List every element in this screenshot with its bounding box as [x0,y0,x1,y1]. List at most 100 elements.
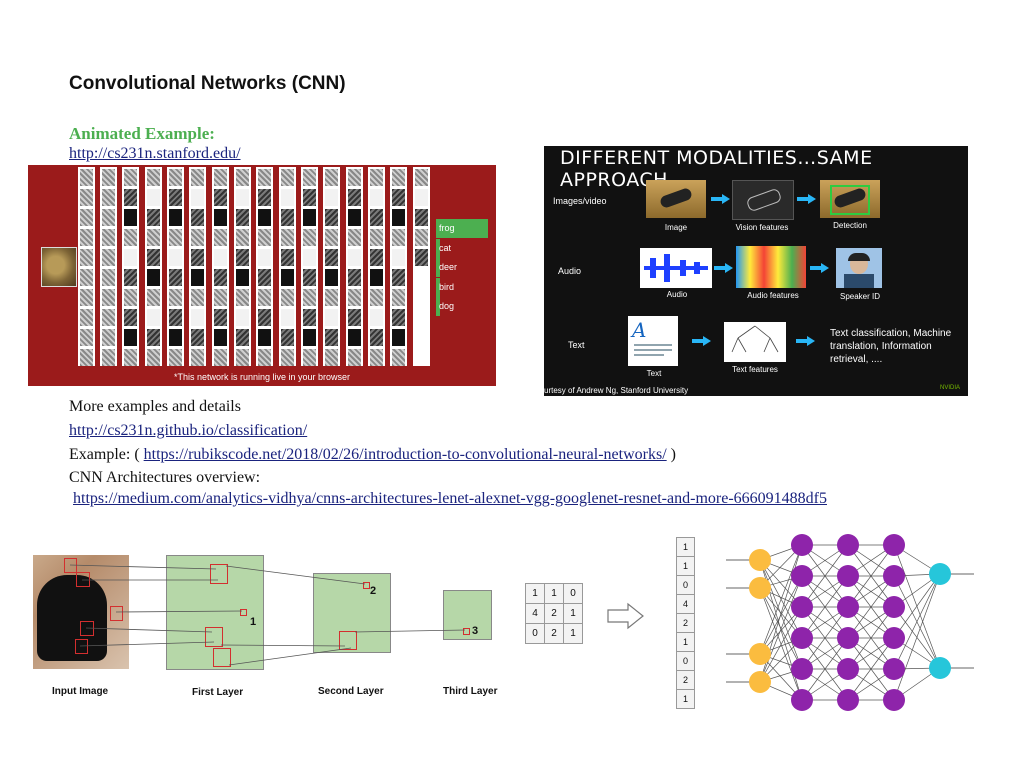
activation-cell [281,329,294,346]
activation-cell [102,249,115,266]
activation-cell [169,189,182,206]
activation-cell [214,169,227,186]
rubikscode-link[interactable]: https://rubikscode.net/2018/02/26/introd… [143,446,667,463]
modalities-panel: DIFFERENT MODALITIES…SAME APPROACH Image… [544,146,968,396]
network-edge [801,606,849,670]
parse-tree-icon [731,325,779,353]
activation-cell [370,189,383,206]
activation-cell [258,229,271,246]
arrow-icon [711,194,731,204]
matrix-cell: 4 [525,603,545,624]
activation-cell [124,169,137,186]
third-layer [443,590,492,640]
activation-cell [392,249,405,266]
network-edge [893,573,941,701]
vector-cell: 1 [676,556,695,576]
classification-link[interactable]: http://cs231n.github.io/classification/ [69,422,308,439]
receptive-field-box [110,606,123,621]
network-edge [801,544,849,608]
matrix-cell: 1 [563,623,583,644]
activation-cell [348,309,361,326]
network-node [883,689,905,711]
arrow-icon [797,194,817,204]
vector-row: 2 [676,670,695,690]
vector-row: 2 [676,613,695,633]
activation-cell [258,169,271,186]
activation-cell [124,269,137,286]
vector-row: 0 [676,651,695,671]
matrix-cell: 1 [525,583,545,604]
activation-cell [392,169,405,186]
class-label: bird [439,281,455,292]
activation-column [346,167,363,366]
activation-cell [415,249,428,266]
activation-cell [102,309,115,326]
activation-cell [415,189,428,206]
arrow-icon [810,263,830,273]
activation-cell [370,269,383,286]
activation-cell [370,229,383,246]
activation-cell [236,189,249,206]
arrow-icon [692,336,712,346]
matrix-row: 4 2 1 [525,603,583,624]
activation-cell [124,229,137,246]
activation-cell [281,309,294,326]
activation-cell [147,309,160,326]
second-layer [313,573,391,653]
vector-cell: 0 [676,651,695,671]
network-node [791,658,813,680]
activation-cell [370,309,383,326]
activation-cell [80,209,93,226]
activation-cell [348,189,361,206]
activation-cell [191,329,204,346]
vector-row: 1 [676,689,695,709]
activation-cell [303,229,316,246]
activation-cell [392,289,405,306]
activation-cell [258,209,271,226]
activation-cell [281,189,294,206]
cs231n-link[interactable]: http://cs231n.stanford.edu/ [69,145,241,162]
activation-cell [303,289,316,306]
activation-cell [191,289,204,306]
activation-cell [124,329,137,346]
vector-cell: 1 [676,537,695,557]
activation-cell [392,189,405,206]
black-cat-shape [37,575,107,661]
activation-cell [303,169,316,186]
network-edge [893,573,941,639]
vector-cell: 1 [676,632,695,652]
label-number-1: 1 [250,616,257,628]
class-score-bar [436,219,488,238]
activation-cell [236,209,249,226]
activation-cell [236,169,249,186]
activation-cell [281,209,294,226]
activation-cell [169,209,182,226]
vector-cell: 2 [676,613,695,633]
matrix-cell: 1 [563,603,583,624]
activation-column [100,167,117,366]
activation-cell [124,289,137,306]
caption-detection: Detection [833,221,867,230]
activation-cell [281,269,294,286]
animated-example-label: Animated Example: [69,124,215,143]
activation-cell [147,189,160,206]
medium-link[interactable]: https://medium.com/analytics-vidhya/cnns… [73,490,827,507]
activation-cell [348,209,361,226]
activation-cell [258,289,271,306]
activation-cell [124,209,137,226]
activation-cell [214,209,227,226]
activation-cell [80,269,93,286]
activation-cell [325,269,338,286]
row-label-audio: Audio [558,266,582,276]
activation-cell [415,169,428,186]
activation-cell [169,169,182,186]
hollow-arrow-icon [607,602,644,630]
activation-cell [281,349,294,366]
activation-cell [325,289,338,306]
activation-cell [348,169,361,186]
network-node [883,658,905,680]
vision-features-thumbnail [732,180,794,220]
activation-cell [348,289,361,306]
activation-cell [191,209,204,226]
activation-cell [348,229,361,246]
